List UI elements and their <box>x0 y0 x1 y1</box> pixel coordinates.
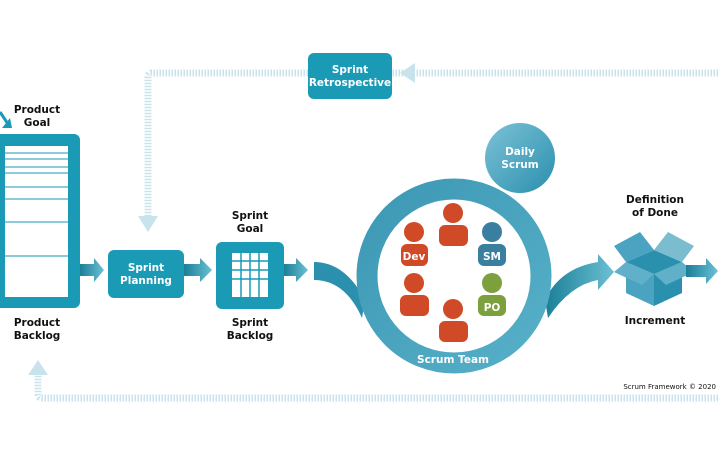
arrow-head-icon <box>2 118 12 128</box>
developer-avatar <box>400 273 429 316</box>
scrum-master-avatar <box>478 222 506 266</box>
product-goal-label: Goal <box>24 117 51 129</box>
sprint-retrospective-label: Sprint <box>332 64 368 76</box>
sprint-exit-curve <box>545 254 614 318</box>
arrow-into-product-goal-icon <box>0 111 10 125</box>
arrow-left-icon <box>400 63 415 83</box>
increment-label: Increment <box>625 315 685 327</box>
sprint-backlog-label: Backlog <box>227 330 274 342</box>
definition-of-done-label: Definition <box>626 194 684 206</box>
developer-avatar <box>401 222 428 266</box>
sm-label: SM <box>483 251 501 263</box>
daily-scrum-label: Daily <box>505 146 535 158</box>
arrow-up-icon <box>28 360 48 375</box>
sprint-planning-label: Planning <box>120 275 172 287</box>
backlog-item-lines <box>5 152 68 257</box>
copyright-text: Scrum Framework © 2020 <box>623 383 716 391</box>
product-backlog-label: Backlog <box>14 330 61 342</box>
sprint-entry-curve <box>314 262 365 318</box>
dev-label: Dev <box>403 251 426 263</box>
daily-scrum-bubble[interactable] <box>485 123 555 193</box>
product-goal-label: Product <box>14 104 60 116</box>
sprint-retrospective-box[interactable] <box>308 53 392 99</box>
sprint-goal-label: Goal <box>237 223 264 235</box>
definition-of-done-label: of Done <box>632 207 678 219</box>
scrum-team-label: Scrum Team <box>417 354 489 366</box>
daily-scrum-label: Scrum <box>501 159 538 171</box>
developer-avatar <box>439 299 468 342</box>
arrow-right-icon <box>80 258 104 282</box>
sprint-retrospective-label: Retrospective <box>309 77 391 89</box>
sprint-goal-label: Sprint <box>232 210 268 222</box>
po-label: PO <box>484 302 501 314</box>
developer-avatar <box>439 203 468 246</box>
arrow-right-icon <box>284 258 308 282</box>
sprint-backlog-label: Sprint <box>232 317 268 329</box>
retrospective-loop <box>34 69 718 402</box>
sprint-planning-box[interactable] <box>108 250 184 298</box>
sprint-planning-label: Sprint <box>128 262 164 274</box>
increment-box-icon <box>614 232 694 306</box>
arrow-down-icon <box>138 216 158 232</box>
product-backlog-label: Product <box>14 317 60 329</box>
arrow-right-icon <box>184 258 212 282</box>
product-owner-avatar <box>478 273 506 316</box>
arrow-right-icon <box>686 258 718 284</box>
